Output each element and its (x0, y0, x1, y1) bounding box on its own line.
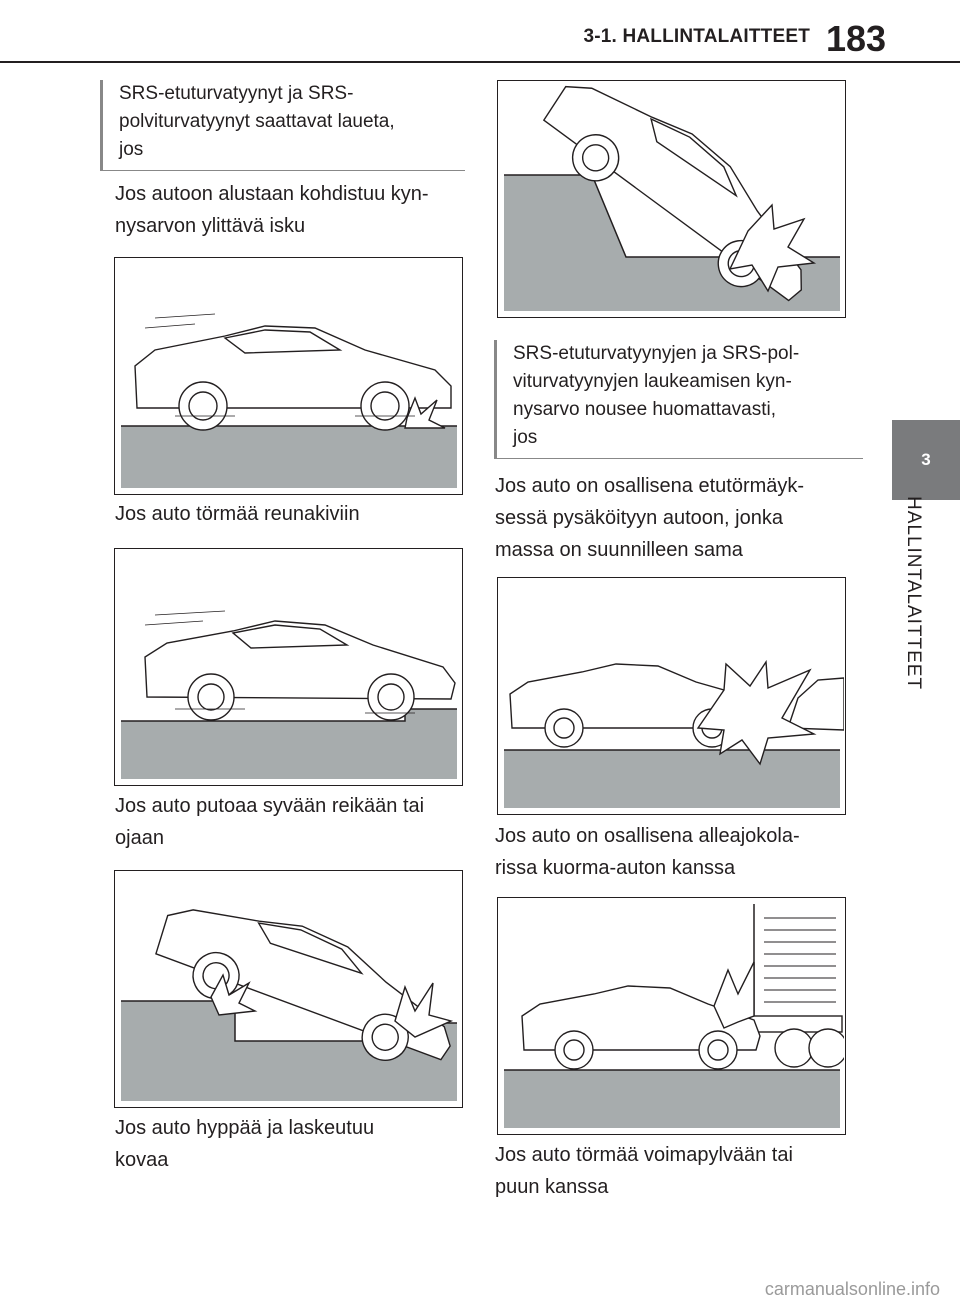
caption-under-truck: Jos auto on osallisena alleajokola-rissa… (495, 825, 800, 879)
callout-may-deploy: SRS-etuturvatyynyt ja SRS-polviturvatyyn… (100, 80, 465, 171)
caption-frontal-parked: Jos auto on osallisena etutörmäyk-sessä … (495, 475, 805, 561)
callout-text: SRS-etuturvatyynyt ja SRS-polviturvatyyn… (119, 83, 395, 160)
chapter-tab[interactable]: 3 (892, 420, 960, 500)
chapter-number: 3 (921, 450, 931, 469)
callout-text: SRS-etuturvatyynyjen ja SRS-pol-viturvat… (513, 343, 800, 448)
figure-car-downhill (497, 80, 846, 318)
page-number: 183 (826, 18, 887, 59)
section-title: 3-1. HALLINTALAITTEET (583, 26, 810, 47)
watermark: carmanualsonline.info (764, 1279, 940, 1299)
figure-car-curb (114, 257, 463, 495)
header-rule (0, 61, 960, 63)
figure-car-hole (114, 548, 463, 786)
callout-threshold-rises: SRS-etuturvatyynyjen ja SRS-pol-viturvat… (494, 340, 863, 459)
caption-underbody-impact: Jos autoon alustaan kohdistuu kyn-nysarv… (115, 183, 429, 237)
caption-curb: Jos auto törmää reunakiviin (115, 503, 360, 525)
figure-car-jump (114, 870, 463, 1108)
chapter-label: HALLINTALAITTEET (903, 496, 924, 691)
figure-car-frontal (497, 577, 846, 815)
chapter-label-vertical: HALLINTALAITTEET (896, 496, 936, 916)
figure-car-truck (497, 897, 846, 1135)
